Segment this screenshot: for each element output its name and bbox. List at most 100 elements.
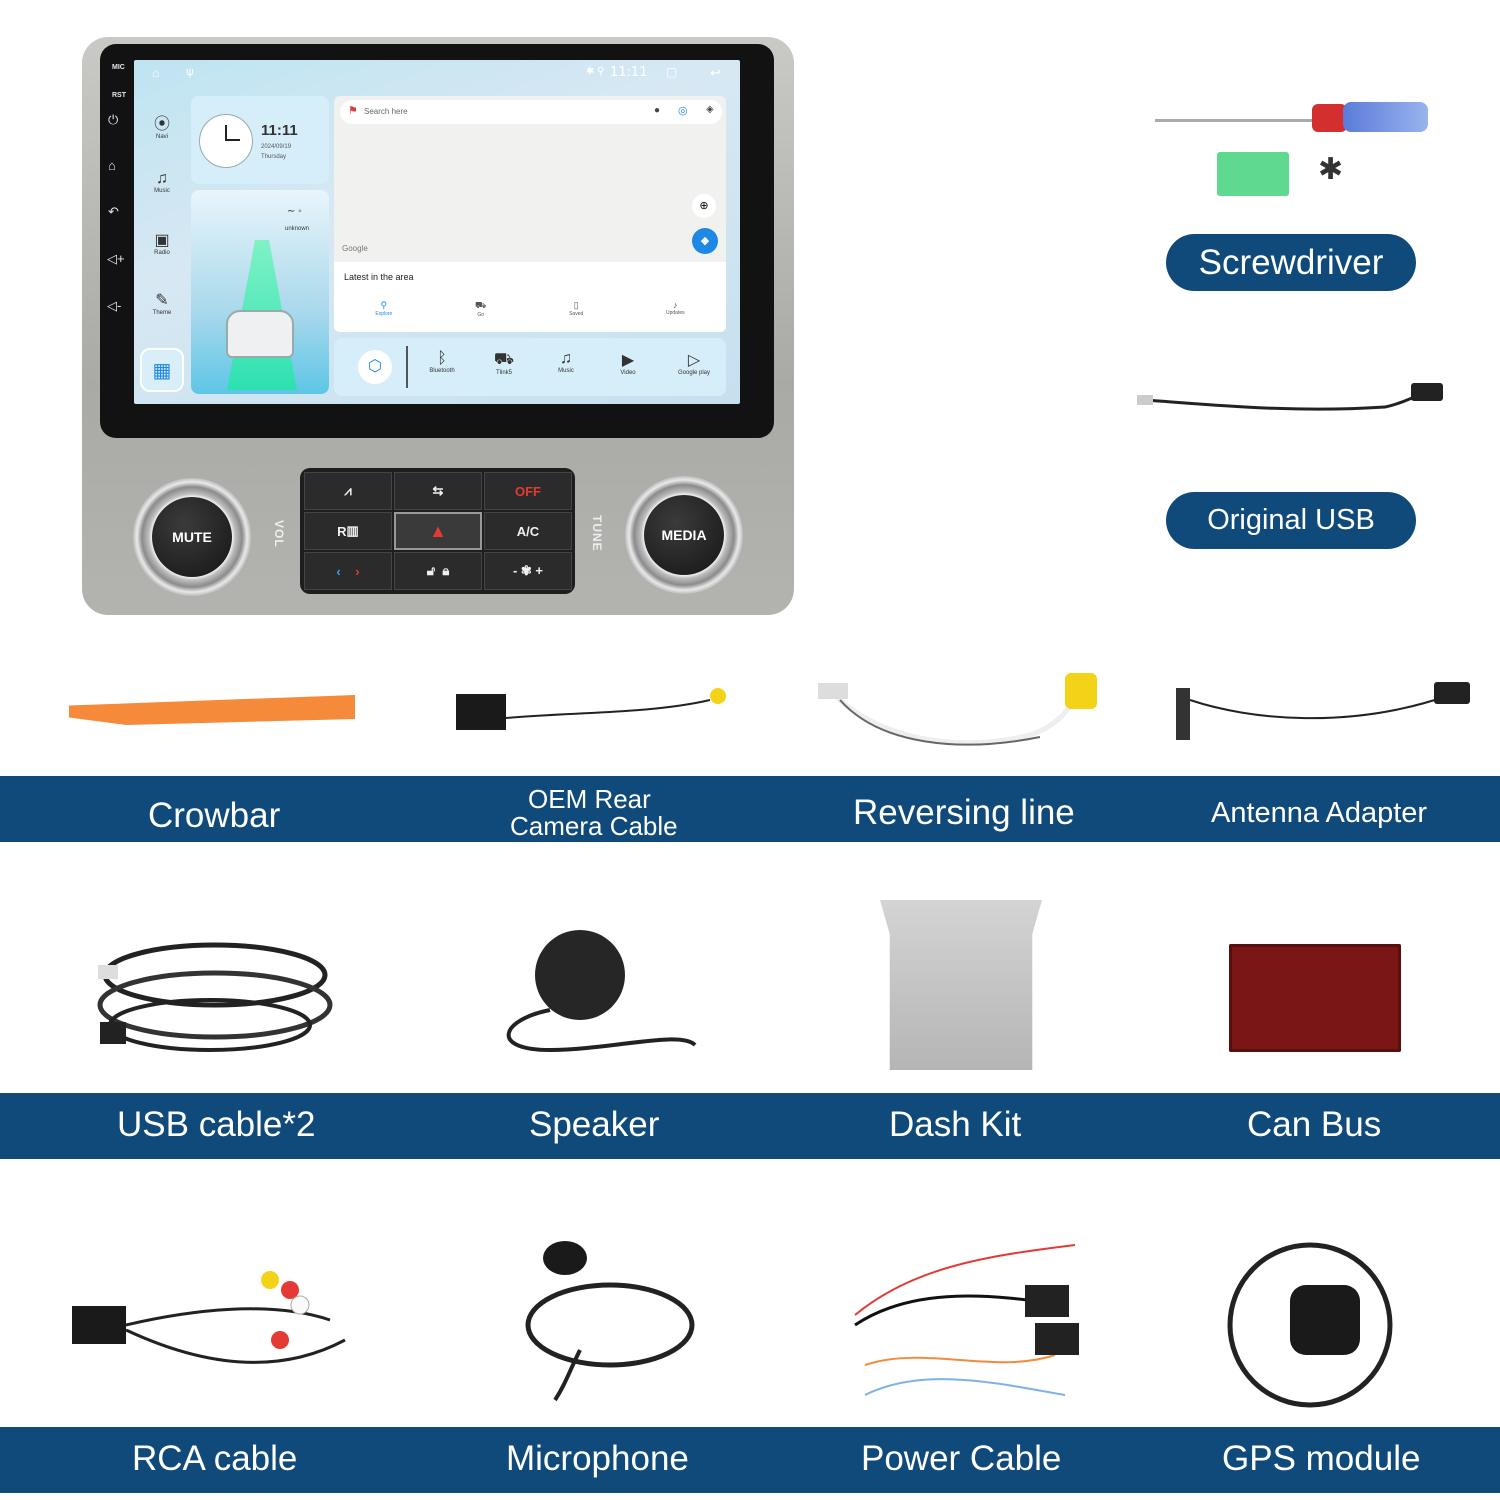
- volume-up-icon[interactable]: ◁+: [107, 251, 125, 266]
- directions-button[interactable]: ◆: [692, 228, 718, 254]
- bluetooth-icon: ᛒ: [437, 350, 447, 367]
- map-tabs: ⚲Explore ⛟Go ▯Saved ♪Updates: [334, 300, 726, 318]
- nav-label: Theme: [152, 310, 172, 316]
- volume-down-icon[interactable]: ◁-: [107, 298, 122, 313]
- off-button[interactable]: OFF: [484, 472, 572, 510]
- camera-cable-label: Camera Cable: [510, 811, 678, 841]
- dock-label: Music: [558, 368, 574, 374]
- unlock-icon: 🔓︎: [426, 563, 436, 578]
- rear-label: R: [337, 523, 347, 539]
- tab-saved[interactable]: ▯Saved: [569, 300, 583, 318]
- tab-go[interactable]: ⛟Go: [475, 300, 486, 318]
- dash-kit-label: Dash Kit: [889, 1105, 1022, 1144]
- dock-label: Bluetooth: [429, 368, 455, 374]
- nav-label: Radio: [154, 250, 170, 256]
- chevron-right-icon: ›: [355, 563, 360, 579]
- play-store-icon: ▷: [687, 352, 701, 369]
- wave-icon: ∼ ◦: [287, 206, 302, 217]
- nav-item-theme[interactable]: ✎ Theme: [142, 290, 182, 350]
- nav-item-music[interactable]: ♫ Music: [142, 170, 182, 230]
- layers-icon[interactable]: ◈: [706, 104, 714, 115]
- usb-icon: ψ: [186, 66, 194, 78]
- media-knob[interactable]: MEDIA: [625, 476, 743, 594]
- screwdriver-label: Screwdriver: [1166, 234, 1416, 291]
- temp-button[interactable]: ‹ ›: [304, 552, 392, 590]
- fan-speed-button[interactable]: - ✾ +: [484, 552, 572, 590]
- home-status-icon[interactable]: ⌂: [152, 66, 160, 80]
- home-icon[interactable]: ⌂: [108, 158, 116, 173]
- oem-rear-label: OEM Rear: [528, 784, 651, 814]
- car-visual-widget[interactable]: ∼ ◦ unknown: [191, 190, 329, 394]
- account-icon[interactable]: ◎: [678, 105, 688, 117]
- dock-divider: [406, 346, 408, 388]
- media-title: unknown: [285, 226, 310, 232]
- lock-icon: 🔒︎: [442, 563, 450, 578]
- back-icon[interactable]: ↶: [108, 204, 119, 219]
- mic-icon[interactable]: ●: [654, 105, 661, 116]
- bluetooth-status-icon: ✱ ⚲: [586, 66, 605, 77]
- apps-grid-button[interactable]: ▦: [140, 348, 184, 392]
- row3-label-band: RCA cable Microphone Power Cable GPS mod…: [0, 1427, 1500, 1493]
- ac-button[interactable]: A/C: [484, 512, 572, 550]
- return-icon[interactable]: ↩: [710, 65, 721, 80]
- map-search-bar[interactable]: ⚑ Search here ● ◎ ◈: [340, 100, 722, 124]
- map-search-input[interactable]: Search here: [364, 107, 408, 116]
- rear-defrost-button[interactable]: R▥: [304, 512, 392, 550]
- lock-button[interactable]: 🔓︎ 🔒︎: [394, 552, 482, 590]
- left-nav: ⦿ Navi ♫ Music ▣ Radio ✎ Theme: [142, 110, 182, 350]
- dock-label: Tlink5: [495, 370, 512, 376]
- screwdriver-shaft: [1155, 119, 1345, 122]
- dash-kit-panel: [880, 900, 1042, 1070]
- microphone-device: [525, 1241, 695, 1402]
- dock-tlink5[interactable]: ⛟ Tlink5: [482, 350, 526, 376]
- dock-music[interactable]: ♫Music: [544, 350, 588, 374]
- media-label: MEDIA: [644, 495, 724, 575]
- antenna-adapter-label: Antenna Adapter: [1211, 797, 1428, 829]
- antenna-adapter-cable: [1176, 682, 1470, 740]
- dock-label: Video: [620, 370, 636, 376]
- status-time: 11:11: [610, 65, 648, 80]
- windshield-defrost-icon: ⩘: [344, 483, 352, 498]
- tab-label: Explore: [375, 311, 393, 317]
- vol-label: VOL: [272, 520, 286, 548]
- map-card[interactable]: ⚑ Search here ● ◎ ◈ ⊕ ◆ Google Latest in…: [334, 96, 726, 332]
- tab-explore[interactable]: ⚲Explore: [375, 300, 392, 318]
- explore-icon: ⚲: [380, 300, 388, 310]
- bookmark-icon: ▯: [573, 300, 579, 310]
- chevron-left-icon: ‹: [336, 563, 341, 579]
- nav-item-navi[interactable]: ⦿ Navi: [142, 110, 182, 170]
- nav-item-radio[interactable]: ▣ Radio: [142, 230, 182, 290]
- screwdriver-handle-blue: [1343, 102, 1428, 132]
- reversing-line-cable: [818, 673, 1097, 746]
- google-logo: Google: [342, 244, 368, 253]
- nav-label: Music: [154, 188, 170, 194]
- dock-google-play[interactable]: ▷Google play: [668, 350, 720, 376]
- crowbar-tool: [69, 695, 355, 725]
- hazard-button[interactable]: ▲: [394, 512, 482, 550]
- tune-label: TUNE: [590, 515, 604, 552]
- recirculation-button[interactable]: ⇆: [394, 472, 482, 510]
- usb-cables-coil: [97, 942, 333, 1052]
- fan-icon: - ✾ +: [512, 563, 544, 578]
- theme-icon: ✎: [155, 292, 169, 309]
- bell-icon: ♪: [673, 300, 678, 310]
- power-icon[interactable]: ⏻: [108, 112, 119, 127]
- dock-video[interactable]: ▶Video: [606, 350, 650, 376]
- window-icon[interactable]: ▢: [666, 65, 678, 79]
- clock-widget[interactable]: 11:11 2024/09/19 Thursday: [191, 96, 329, 184]
- volume-knob[interactable]: MUTE: [133, 478, 251, 596]
- reversing-line-label: Reversing line: [853, 793, 1075, 832]
- tab-updates[interactable]: ♪Updates: [666, 300, 685, 318]
- crowbar-label: Crowbar: [148, 796, 281, 835]
- defrost-button[interactable]: ⩘: [304, 472, 392, 510]
- oem-camera-cable: [456, 688, 726, 730]
- tlink-icon: ⛟: [493, 351, 515, 368]
- rst-label: RST: [112, 92, 126, 99]
- usb-cable-label: USB cable*2: [117, 1105, 316, 1144]
- original-usb-label: Original USB: [1166, 492, 1416, 549]
- row2-label-band: USB cable*2 Speaker Dash Kit Can Bus: [0, 1093, 1500, 1159]
- locate-icon[interactable]: ⊕: [692, 194, 716, 218]
- cube-app-icon[interactable]: ⬡: [358, 350, 392, 384]
- microphone-label: Microphone: [506, 1439, 689, 1478]
